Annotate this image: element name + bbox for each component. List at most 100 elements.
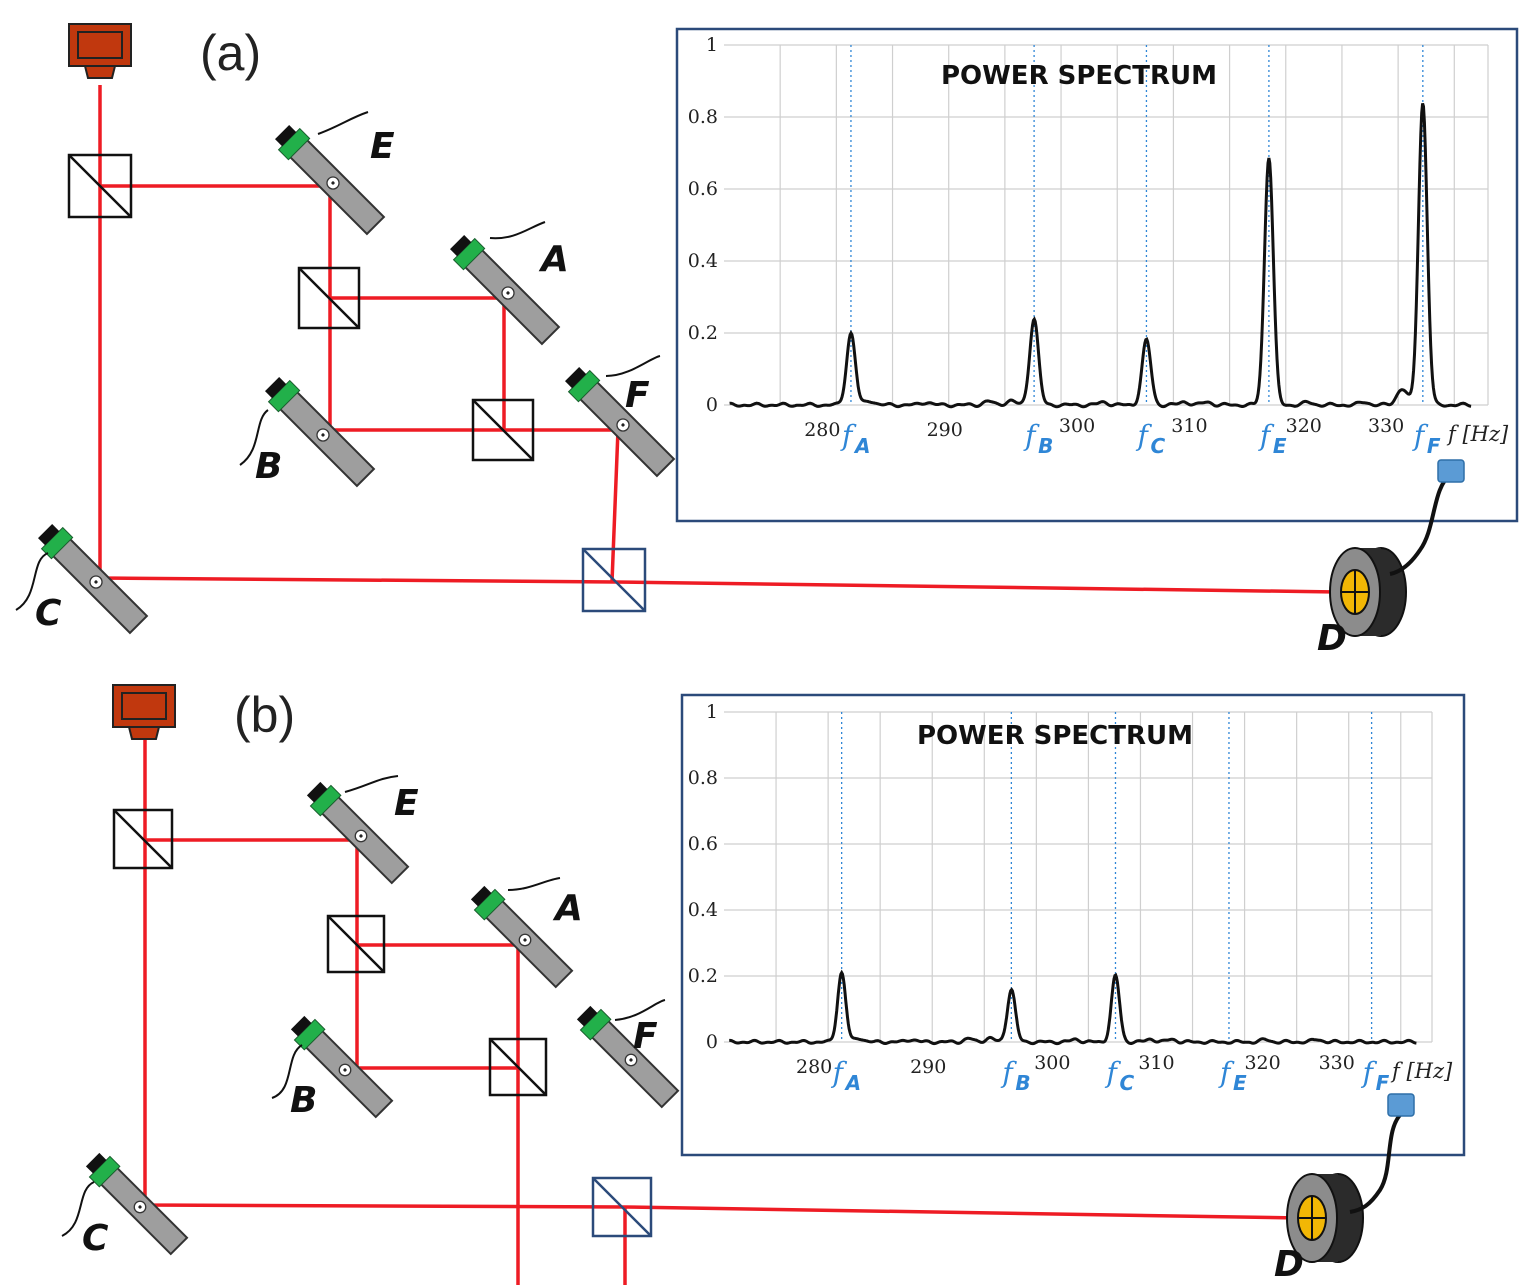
x-tick-label: 320 [1286,415,1322,437]
beam-splitter-icon [112,808,174,870]
actuator-connector [38,524,60,546]
splitter-diagonal [327,915,385,973]
mirror-label-E: E [370,126,395,167]
y-tick-label: 1 [706,701,718,723]
peak-name-label: A [844,1071,861,1095]
x-tick-label: 320 [1244,1052,1280,1074]
splitter-cube [326,914,386,974]
mirror-label-A: A [552,888,583,929]
chart-grid [724,711,1433,1043]
splitter-cube [67,153,133,219]
laser-beam [355,840,518,1070]
peak-name-label: B [1038,434,1053,458]
piezo-actuator-icon [267,379,301,413]
laser-source-icon [68,23,132,79]
mirror-pivot-dot [359,834,363,838]
peak-name-label: C [1150,434,1165,458]
mirror-A [470,885,574,989]
splitter-cube [297,266,361,330]
splitter-cube [471,398,535,462]
laser-beam [357,943,520,1285]
actuator-connector [306,781,328,803]
peak-name-label: B [1015,1071,1030,1095]
spectrum-curve [729,102,1472,409]
y-tick-label: 0.6 [688,833,718,855]
mirror-pivot-dot [94,580,98,584]
cable-connector-icon [1437,459,1465,483]
actuator-cable [489,221,546,240]
y-tick-label: 0 [706,1031,718,1053]
y-tick-label: 0.8 [688,106,718,128]
laser-beam [330,296,506,430]
actuator-cable [614,999,666,1021]
beam-splitter-icon [488,1037,548,1097]
actuator-cable [271,1044,303,1099]
x-tick-label: 290 [927,419,963,441]
piezo-actuator-icon [293,1018,326,1051]
detector-label: D [1274,1244,1304,1285]
photodetector-icon [1286,1173,1364,1263]
mirror-B [265,377,376,488]
laser-window [77,31,123,59]
splitter-diagonal [68,154,132,218]
peak-name-label: F [1376,1071,1390,1095]
mirror-label-B: B [290,1080,317,1121]
x-tick-label: 280 [804,419,840,441]
actuator-connector [565,367,587,389]
x-tick-label: 330 [1319,1052,1355,1074]
x-tick-label: 300 [1034,1052,1070,1074]
actuator-connector [450,235,472,257]
actuator-cable [61,1181,95,1237]
spectrum-curve [729,969,1417,1046]
beam-splitter-icon [297,266,361,330]
panel-label: (b) [234,687,295,743]
splitter-cube [488,1037,548,1097]
mirror-E [275,125,386,236]
signal-cable [1389,472,1453,576]
mirror-pivot-dot [506,291,510,295]
splitter-diagonal [592,1177,652,1237]
y-tick-label: 1 [706,34,718,56]
laser-beam [98,85,1339,594]
piezo-actuator-icon [452,237,486,271]
mirror-pivot-dot [343,1068,347,1072]
actuator-connector [275,125,297,147]
mirror-label-C: C [82,1218,109,1259]
splitter-diagonal [298,267,360,329]
beam-splitter-icon [471,398,535,462]
mirror-F [565,367,676,478]
splitter-cube [581,547,647,613]
y-tick-label: 0.4 [688,250,718,272]
mirror-pivot-dot [331,181,335,185]
actuator-cable [605,355,661,377]
chart-frame [680,693,1466,1157]
mirror-label-F: F [633,1016,658,1057]
mirror-pivot-dot [321,433,325,437]
splitter-diagonal [489,1038,547,1096]
y-tick-label: 0.2 [688,322,718,344]
chart-frame [675,27,1519,523]
laser-source-icon [112,684,176,740]
mirror-E [306,781,410,885]
x-axis-label: f [Hz] [1446,422,1509,446]
chart-title: POWER SPECTRUM [917,721,1193,751]
splitter-cube [112,808,174,870]
y-tick-label: 0.4 [688,899,718,921]
mirror-label-A: A [538,239,569,280]
mirror-C [85,1152,189,1256]
x-tick-label: 280 [796,1056,832,1078]
actuator-connector [576,1005,598,1027]
mirror-label-C: C [35,593,62,634]
mirror-C [38,524,149,635]
actuator-cable [317,111,369,135]
photodetector-icon [1329,547,1407,637]
detector-label: D [1317,618,1347,659]
peak-name-label: E [1273,434,1287,458]
splitter-cube [591,1176,653,1238]
